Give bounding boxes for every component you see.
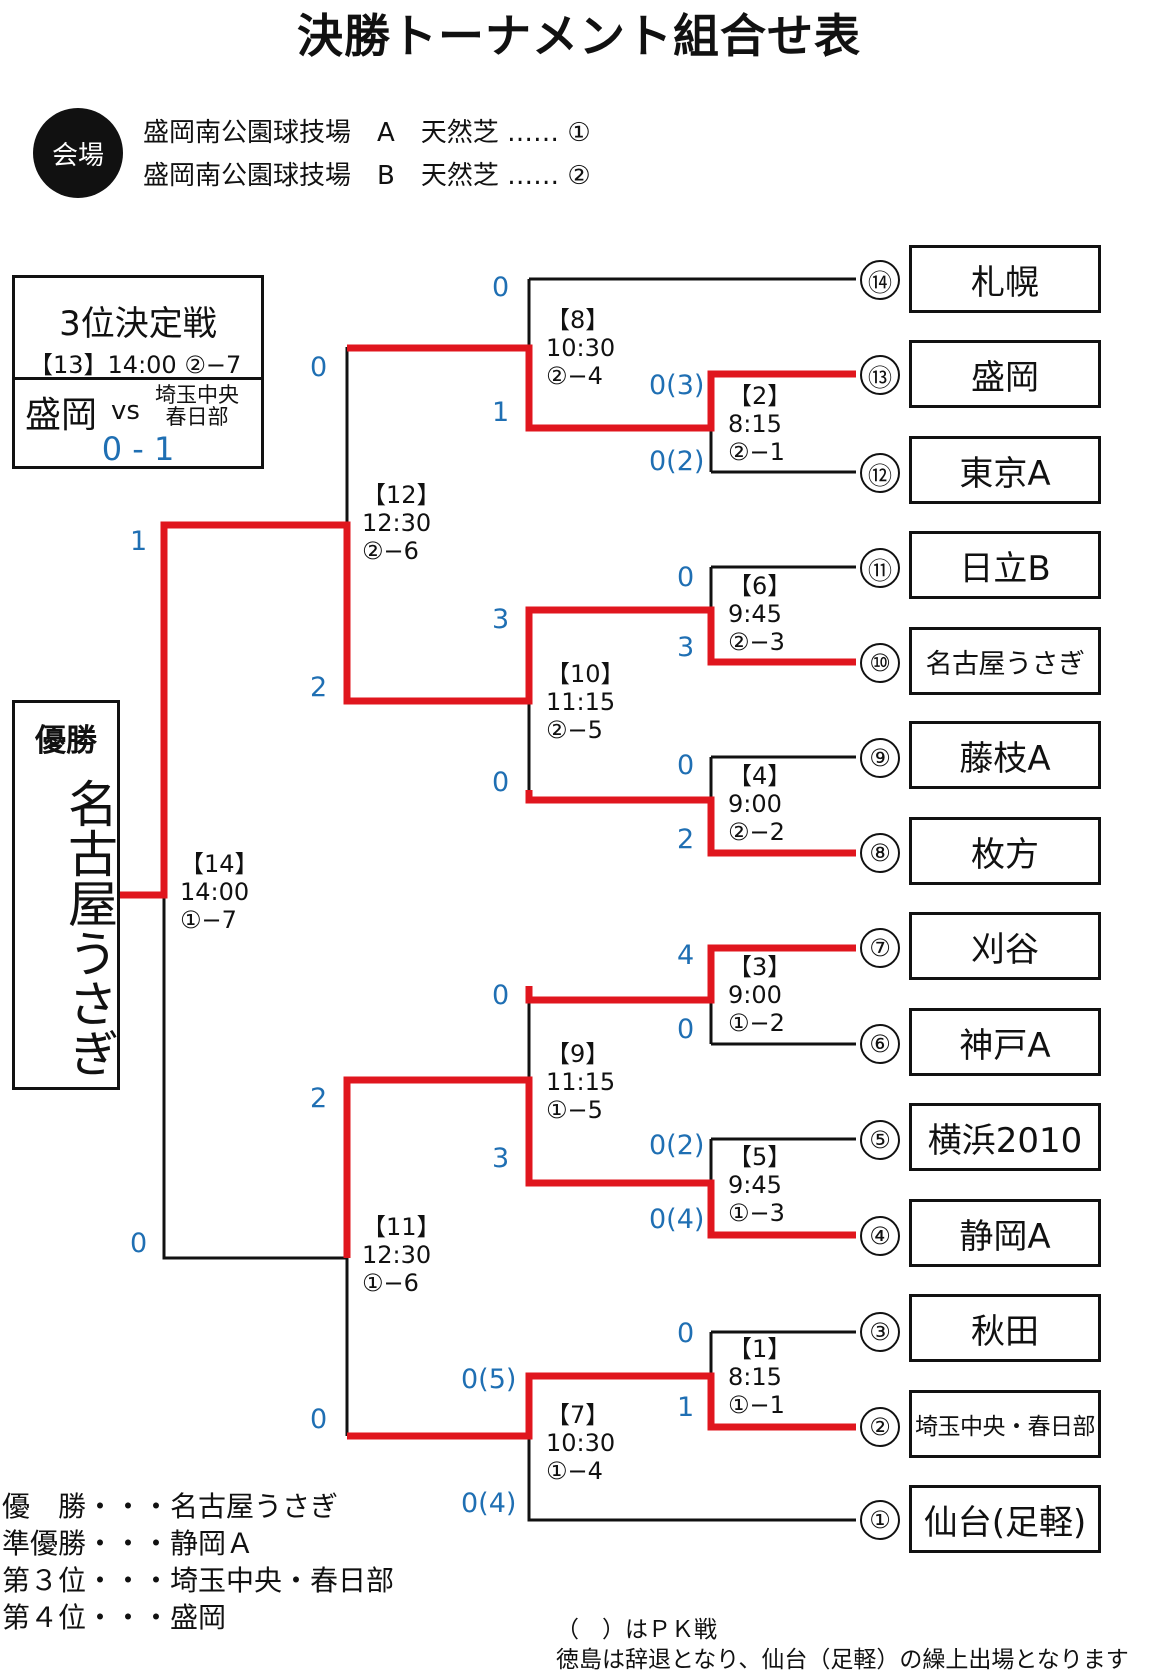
result-fourth: 第４位・・・盛岡 bbox=[2, 1601, 227, 1634]
venue-badge: 会場 bbox=[33, 108, 123, 198]
third-place-box: 3位決定戦 【13】14:00 ②−7 盛岡 vs 埼玉中央 春日部 0 - 1 bbox=[12, 275, 264, 469]
path-saitama bbox=[347, 1372, 856, 1440]
path-kariya bbox=[525, 944, 856, 1004]
seed-10: ⑩ bbox=[860, 643, 900, 683]
score-saitama: 1 bbox=[677, 1392, 695, 1423]
third-place-score: 0 - 1 bbox=[101, 430, 175, 468]
team-kobe-a: 神戸A bbox=[909, 1008, 1101, 1076]
seed-8: ⑧ bbox=[860, 833, 900, 873]
team-shizuoka-a: 静岡A bbox=[909, 1199, 1101, 1267]
team-akita: 秋田 bbox=[909, 1294, 1101, 1362]
third-place-match-info: 【13】14:00 ②−7 bbox=[29, 351, 242, 379]
path-morioka bbox=[347, 344, 856, 432]
team-morioka: 盛岡 bbox=[909, 340, 1101, 408]
score-hirakata: 2 bbox=[677, 824, 695, 855]
score-tokyo: 0(2) bbox=[649, 446, 705, 477]
score-final-top: 1 bbox=[130, 526, 148, 557]
team-hitachi-b: 日立B bbox=[909, 531, 1101, 599]
seed-9: ⑨ bbox=[860, 738, 900, 778]
seed-4: ④ bbox=[860, 1216, 900, 1256]
team-kariya: 刈谷 bbox=[909, 912, 1101, 980]
score-hitachi: 0 bbox=[677, 562, 695, 593]
score-m7-bottom: 0(4) bbox=[461, 1488, 517, 1519]
third-place-team2: 埼玉中央 春日部 bbox=[155, 384, 239, 428]
line-final-lower bbox=[162, 895, 347, 1260]
team-fujieda-a: 藤枝A bbox=[909, 721, 1101, 789]
path-shizuoka bbox=[343, 1076, 856, 1239]
score-yokohama: 0(2) bbox=[649, 1130, 705, 1161]
team-sapporo: 札幌 bbox=[909, 245, 1101, 313]
third-place-vs: vs bbox=[111, 396, 140, 426]
score-shizuoka: 0(4) bbox=[649, 1204, 705, 1235]
score-fujieda: 0 bbox=[677, 750, 695, 781]
score-m2-winner: 1 bbox=[492, 397, 510, 428]
seed-11: ⑪ bbox=[860, 548, 900, 588]
team-nagoya-usagi: 名古屋うさぎ bbox=[909, 627, 1101, 695]
path-hirakata bbox=[525, 790, 856, 857]
seed-12: ⑫ bbox=[860, 453, 900, 493]
seed-6: ⑥ bbox=[860, 1024, 900, 1064]
score-akita: 0 bbox=[677, 1318, 695, 1349]
team-tokyo-a: 東京A bbox=[909, 436, 1101, 504]
third-place-title: 3位決定戦 bbox=[59, 304, 217, 344]
third-place-team2-line2: 春日部 bbox=[165, 405, 229, 429]
path-nagoya bbox=[118, 521, 856, 899]
venue-line-b: 盛岡南公園球技場 B 天然芝 …… ② bbox=[143, 161, 591, 191]
score-kobe: 0 bbox=[677, 1014, 695, 1045]
score-m11-top: 2 bbox=[310, 1083, 328, 1114]
champion-name: 名古屋うさぎ bbox=[60, 778, 118, 1078]
seed-7: ⑦ bbox=[860, 928, 900, 968]
score-morioka: 0(3) bbox=[649, 370, 705, 401]
note-tokushima: 徳島は辞退となり、仙台（足軽）の繰上出場となります bbox=[556, 1647, 1129, 1673]
seed-14: ⑭ bbox=[860, 260, 900, 300]
page-title: 決勝トーナメント組合せ表 bbox=[297, 9, 861, 63]
score-kariya: 4 bbox=[677, 940, 695, 971]
score-m12-top: 0 bbox=[310, 352, 328, 383]
note-pk: （ ）はＰＫ戦 bbox=[556, 1617, 717, 1643]
team-saitama-kasukabe: 埼玉中央・春日部 bbox=[909, 1390, 1101, 1458]
seed-2: ② bbox=[860, 1407, 900, 1447]
score-m10-bottom: 0 bbox=[492, 767, 510, 798]
seed-1: ① bbox=[860, 1500, 900, 1540]
team-yokohama-2010: 横浜2010 bbox=[909, 1103, 1101, 1171]
score-sapporo: 0 bbox=[492, 272, 510, 303]
score-nagoya: 3 bbox=[677, 632, 695, 663]
third-place-team1: 盛岡 bbox=[25, 395, 98, 436]
line-sendai bbox=[527, 1431, 856, 1522]
score-m11-bottom: 0 bbox=[310, 1404, 328, 1435]
result-third: 第３位・・・埼玉中央・春日部 bbox=[2, 1564, 395, 1597]
score-m12-bottom: 2 bbox=[310, 672, 328, 703]
seed-13: ⑬ bbox=[860, 355, 900, 395]
seed-3: ③ bbox=[860, 1312, 900, 1352]
seed-5: ⑤ bbox=[860, 1120, 900, 1160]
team-sendai-ashigaru: 仙台(足軽) bbox=[909, 1485, 1101, 1553]
champion-box: 優勝 名古屋うさぎ bbox=[12, 700, 120, 1090]
score-m10-top: 3 bbox=[492, 604, 510, 635]
third-place-team2-line1: 埼玉中央 bbox=[155, 383, 239, 407]
score-final-bottom: 0 bbox=[130, 1228, 148, 1259]
champion-label: 優勝 bbox=[35, 723, 97, 759]
result-champion: 優 勝・・・名古屋うさぎ bbox=[2, 1490, 339, 1523]
score-m9-bottom: 3 bbox=[492, 1143, 510, 1174]
team-hirakata: 枚方 bbox=[909, 817, 1101, 885]
score-m7-top: 0(5) bbox=[461, 1364, 517, 1395]
score-m9-top: 0 bbox=[492, 980, 510, 1011]
venue-line-a: 盛岡南公園球技場 A 天然芝 …… ① bbox=[143, 118, 591, 148]
result-runner-up: 準優勝・・・静岡Ａ bbox=[2, 1527, 255, 1560]
third-place-divider bbox=[15, 377, 261, 380]
